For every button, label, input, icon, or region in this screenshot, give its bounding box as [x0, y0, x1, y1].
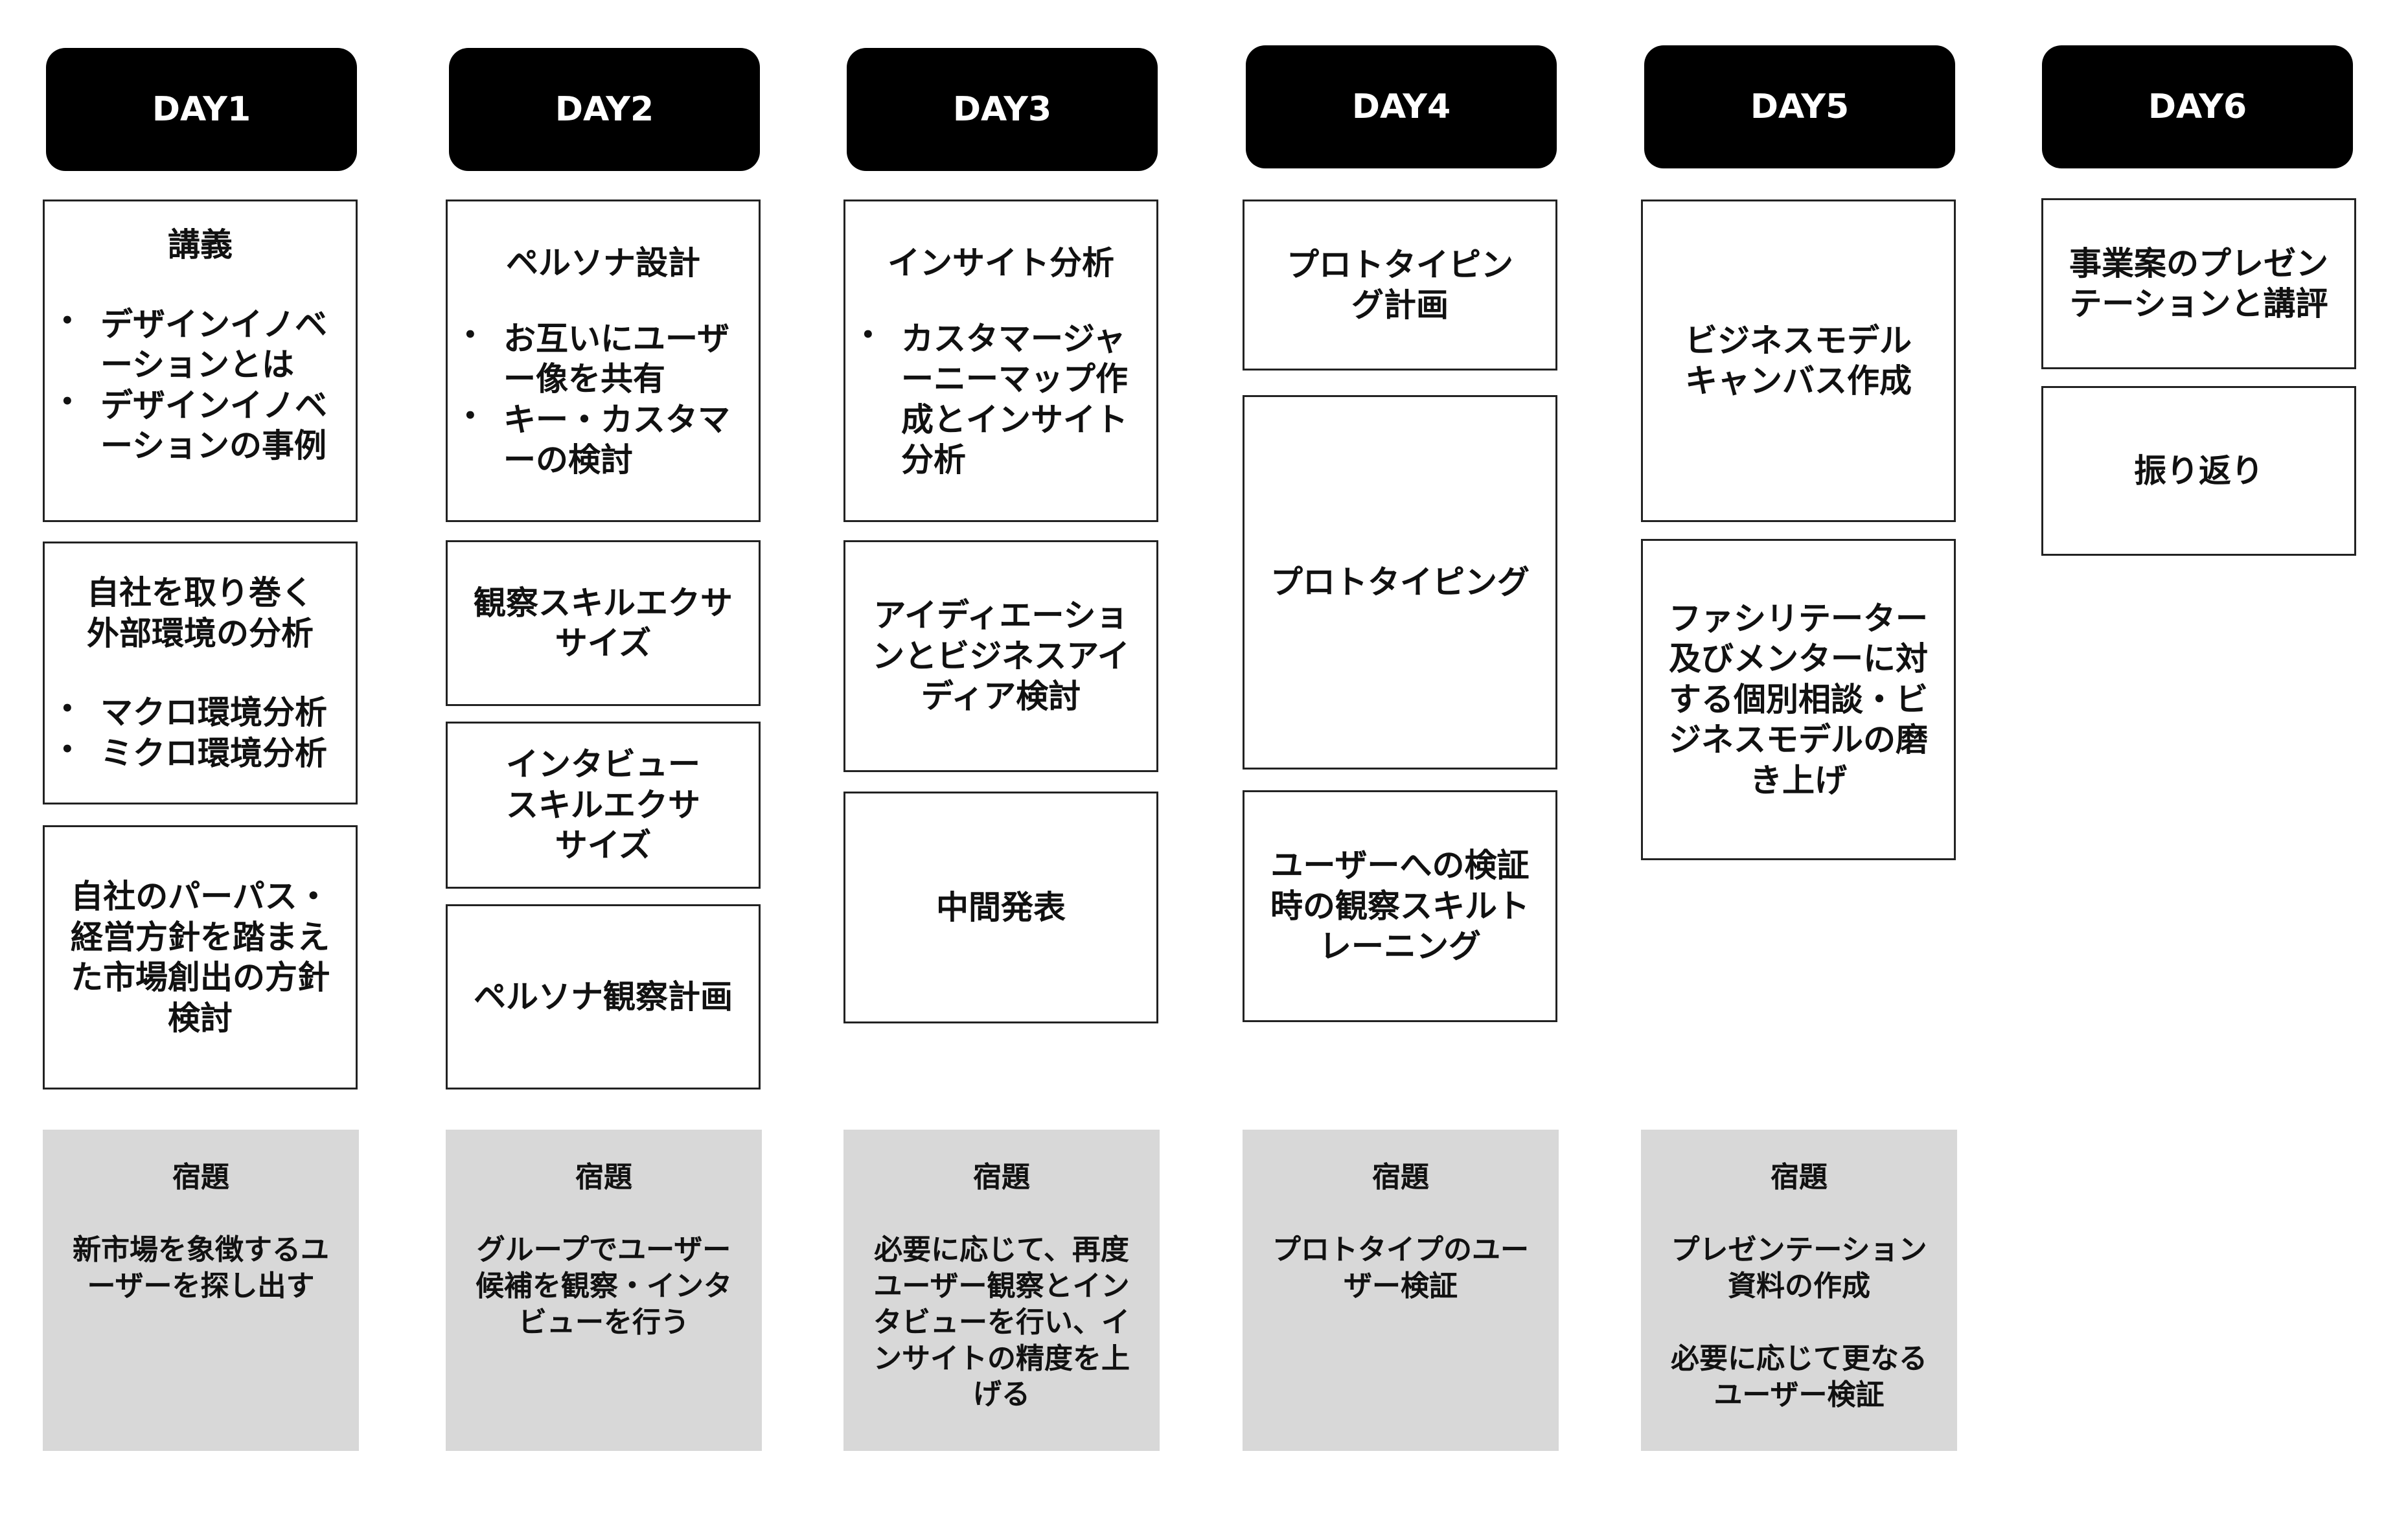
session-title: ペルソナ観察計画: [474, 977, 733, 1016]
day-header: DAY3: [847, 48, 1158, 171]
day-column-1: DAY1 講義 デザインイノベーションとは デザインイノベーションの事例 自社を…: [43, 0, 360, 1517]
session-title: ファシリテーター及びメンターに対する個別相談・ビジネスモデルの磨き上げ: [1669, 599, 1928, 799]
bullet-item: カスタマージャーニーマップ作成とインサイト分析: [861, 319, 1140, 481]
day-header: DAY4: [1246, 45, 1557, 168]
session-bullets: お互いにユーザー像を共有 キー・カスタマーの検討: [463, 319, 742, 481]
homework-box: 宿題 プレゼンテーション資料の作成 必要に応じて更なるユーザー検証: [1641, 1130, 1957, 1451]
homework-text: 必要に応じて、再度ユーザー観察とインタビューを行い、インサイトの精度を上げる: [873, 1233, 1130, 1411]
homework-text: プレゼンテーション資料の作成: [1671, 1233, 1927, 1303]
session-box: 中間発表: [843, 792, 1158, 1023]
homework-box: 宿題 新市場を象徴するユーザーを探し出す: [43, 1130, 359, 1451]
session-bullets: マクロ環境分析 ミクロ環境分析: [60, 692, 339, 774]
session-bullets: デザインイノベーションとは デザインイノベーションの事例: [60, 304, 339, 466]
day-column-5: DAY5 ビジネスモデルキャンバス作成 ファシリテーター及びメンターに対する個別…: [1641, 0, 1958, 1517]
day-header: DAY5: [1644, 45, 1955, 168]
session-title: 事業案のプレゼンテーションと講評: [2069, 244, 2328, 323]
day-label: DAY5: [1750, 87, 1850, 126]
bullet-item: デザインイノベーションとは: [60, 304, 339, 385]
homework-text: グループでユーザー候補を観察・インタビューを行う: [476, 1233, 732, 1339]
session-title: アイディエーションとビジネスアイディア検討: [872, 597, 1130, 716]
bullet-item: デザインイノベーションの事例: [60, 385, 339, 466]
session-title: ユーザーへの検証時の観察スキルトレーニング: [1270, 847, 1530, 966]
day-column-2: DAY2 ペルソナ設計 お互いにユーザー像を共有 キー・カスタマーの検討 観察ス…: [446, 0, 763, 1517]
session-box: ペルソナ観察計画: [446, 904, 761, 1089]
session-box: プロトタイピング: [1243, 395, 1557, 770]
homework-box: 宿題 プロトタイプのユーザー検証: [1243, 1130, 1559, 1451]
homework-box: 宿題 必要に応じて、再度ユーザー観察とインタビューを行い、インサイトの精度を上げ…: [843, 1130, 1160, 1451]
homework-title: 宿題: [1771, 1161, 1828, 1194]
session-box: ユーザーへの検証時の観察スキルトレーニング: [1243, 790, 1557, 1022]
bullet-item: お互いにユーザー像を共有: [463, 319, 742, 400]
day-column-3: DAY3 インサイト分析 カスタマージャーニーマップ作成とインサイト分析 アイデ…: [843, 0, 1161, 1517]
homework-text: 必要に応じて更なるユーザー検証: [1671, 1341, 1927, 1411]
session-title: 振り返り: [2134, 451, 2264, 490]
session-title: ペルソナ設計: [506, 244, 700, 282]
day-label: DAY4: [1351, 87, 1451, 126]
homework-title: 宿題: [575, 1161, 632, 1194]
session-title: 講義: [168, 226, 233, 264]
session-box: 講義 デザインイノベーションとは デザインイノベーションの事例: [43, 200, 358, 522]
day-label: DAY2: [555, 90, 654, 129]
session-title: プロトタイピング計画: [1287, 245, 1513, 325]
homework-title: 宿題: [973, 1161, 1030, 1194]
session-title: インタビュースキルエクササイズ: [506, 746, 700, 865]
session-bullets: カスタマージャーニーマップ作成とインサイト分析: [861, 319, 1140, 481]
session-box: ファシリテーター及びメンターに対する個別相談・ビジネスモデルの磨き上げ: [1641, 539, 1956, 860]
session-box: 自社を取り巻く外部環境の分析 マクロ環境分析 ミクロ環境分析: [43, 542, 358, 804]
session-box: 自社のパーパス・経営方針を踏まえた市場創出の方針検討: [43, 825, 358, 1089]
session-box: ペルソナ設計 お互いにユーザー像を共有 キー・カスタマーの検討: [446, 200, 761, 522]
day-label: DAY1: [152, 90, 251, 129]
session-box: インサイト分析 カスタマージャーニーマップ作成とインサイト分析: [843, 200, 1158, 522]
day-header: DAY1: [46, 48, 357, 171]
day-label: DAY3: [952, 90, 1052, 129]
homework-box: 宿題 グループでユーザー候補を観察・インタビューを行う: [446, 1130, 762, 1451]
homework-title: 宿題: [1372, 1161, 1429, 1194]
session-title: 中間発表: [936, 888, 1066, 926]
homework-text: プロトタイプのユーザー検証: [1272, 1233, 1529, 1303]
session-box: インタビュースキルエクササイズ: [446, 722, 761, 889]
session-title: 自社を取り巻く外部環境の分析: [87, 574, 314, 652]
day-header: DAY6: [2042, 45, 2353, 168]
session-title: 観察スキルエクササイズ: [474, 584, 733, 663]
session-title: 自社のパーパス・経営方針を踏まえた市場創出の方針検討: [71, 878, 330, 1037]
day-column-4: DAY4 プロトタイピング計画 プロトタイピング ユーザーへの検証時の観察スキル…: [1243, 0, 1560, 1517]
bullet-item: キー・カスタマーの検討: [463, 400, 742, 481]
day-header: DAY2: [449, 48, 760, 171]
session-box: ビジネスモデルキャンバス作成: [1641, 200, 1956, 522]
session-box: 観察スキルエクササイズ: [446, 540, 761, 706]
bullet-item: マクロ環境分析: [60, 692, 339, 733]
session-box: 事業案のプレゼンテーションと講評: [2041, 198, 2356, 369]
session-box: アイディエーションとビジネスアイディア検討: [843, 540, 1158, 772]
session-title: プロトタイピング: [1270, 563, 1530, 601]
bullet-item: ミクロ環境分析: [60, 733, 339, 774]
session-box: プロトタイピング計画: [1243, 200, 1557, 371]
session-box: 振り返り: [2041, 386, 2356, 556]
homework-text: 新市場を象徴するユーザーを探し出す: [73, 1233, 329, 1303]
day-label: DAY6: [2148, 87, 2247, 126]
day-column-6: DAY6 事業案のプレゼンテーションと講評 振り返り: [2039, 0, 2356, 1517]
session-title: インサイト分析: [888, 244, 1114, 282]
homework-title: 宿題: [172, 1161, 229, 1194]
session-title: ビジネスモデルキャンバス作成: [1685, 321, 1912, 400]
